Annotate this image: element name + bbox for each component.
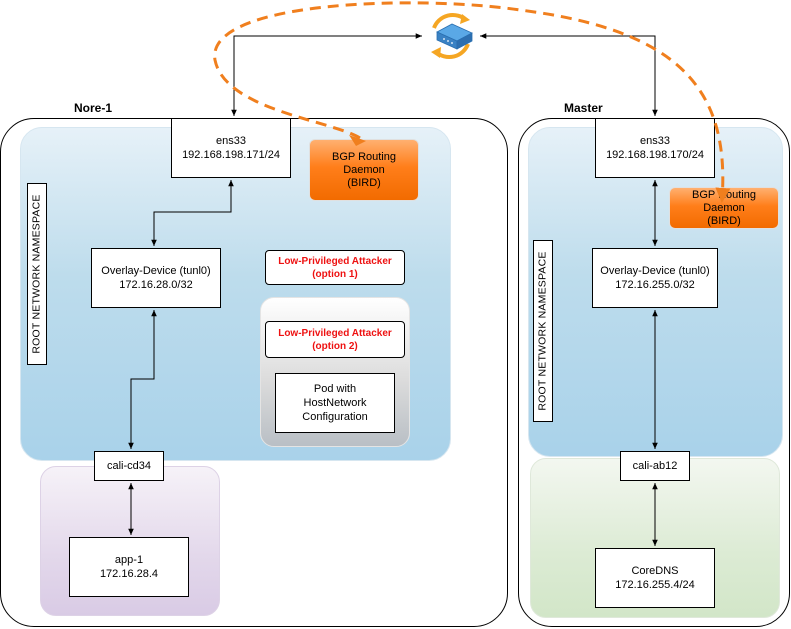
router-sync-icon[interactable] [431,12,473,60]
link-ens33-router [231,33,422,116]
nore-host-label: Nore-1 [74,101,113,115]
master-namespace-label: ROOT NETWORK NAMESPACE [533,240,553,422]
bgp-peering-arrowhead-nore [349,135,366,146]
link-router-master-ens33 [480,33,658,116]
nore-namespace-label: ROOT NETWORK NAMESPACE [27,183,47,365]
master-connectors [480,33,658,546]
master-overlay-device[interactable]: Overlay-Device (tunl0)172.16.255.0/32 [592,248,718,308]
link-ens33-overlay [151,180,234,246]
nore-overlay-device[interactable]: Overlay-Device (tunl0)172.16.28.0/32 [91,248,221,308]
master-cali-interface[interactable]: cali-ab12 [620,451,690,481]
attacker-option-1[interactable]: Low-Privileged Attacker(option 1) [265,250,405,285]
bgp-peering-link [213,1,731,203]
nore-connectors [128,33,422,535]
attacker-option-2[interactable]: Low-Privileged Attacker(option 2) [265,321,405,358]
nore-cali-interface[interactable]: cali-cd34 [94,451,164,481]
link-overlay-cali [128,310,157,449]
